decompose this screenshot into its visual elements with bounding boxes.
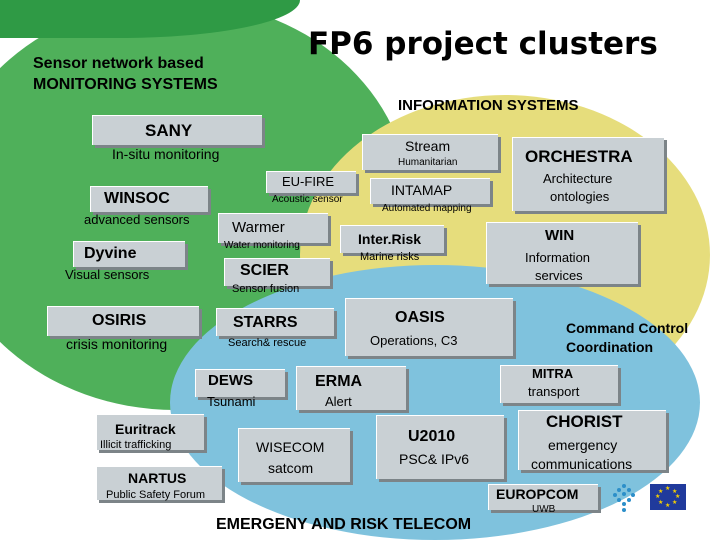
erma-box — [296, 366, 406, 410]
nartus-box — [96, 466, 222, 500]
orchestra-box — [512, 137, 664, 211]
chorist-subtitle-line1: emergency — [548, 437, 618, 453]
mitra-title: MITRA — [532, 366, 574, 381]
eu-fire-title: EU-FIRE — [282, 174, 334, 189]
wisecom-title: WISECOM — [256, 439, 325, 455]
starrs-box — [216, 308, 334, 336]
command-control-line2: Coordination — [566, 339, 654, 355]
stream-box — [362, 134, 498, 170]
nartus-subtitle: Public Safety Forum — [106, 489, 206, 501]
dyvine-subtitle: Visual sensors — [65, 267, 150, 282]
oasis-title: OASIS — [395, 309, 445, 326]
win-subtitle-line2: services — [535, 268, 583, 283]
dews-title: DEWS — [208, 372, 253, 389]
osiris-subtitle: crisis monitoring — [66, 336, 168, 352]
chorist-box — [518, 410, 666, 470]
inter-risk-subtitle: Marine risks — [360, 251, 420, 263]
chorist-subtitle-line2: communications — [531, 456, 633, 472]
europcom-title: EUROPCOM — [496, 486, 579, 502]
starrs-subtitle: Search& rescue — [228, 337, 307, 349]
intamap-box — [370, 178, 490, 204]
euritrack-subtitle: Illicit trafficking — [100, 439, 172, 451]
orchestra-subtitle-line1: Architecture — [543, 171, 613, 186]
warmer-title: Warmer — [232, 219, 285, 236]
sany-subtitle: In-situ monitoring — [112, 146, 220, 162]
osiris-title: OSIRIS — [92, 312, 147, 329]
dews-subtitle: Tsunami — [207, 394, 256, 409]
winsoc-subtitle: advanced sensors — [84, 212, 190, 227]
orchestra-title: ORCHESTRA — [525, 147, 633, 166]
dyvine-box — [73, 241, 185, 267]
stream-subtitle: Humanitarian — [398, 157, 458, 168]
telecom-heading: EMERGENY AND RISK TELECOM — [216, 516, 472, 533]
sany-title: SANY — [145, 121, 193, 140]
information-heading: INFORMATION SYSTEMS — [398, 97, 579, 114]
starrs-title: STARRS — [233, 314, 298, 331]
scier-subtitle: Sensor fusion — [232, 283, 300, 295]
erma-title: ERMA — [315, 373, 363, 390]
command-control-line1: Command Control — [566, 320, 689, 336]
osiris-box — [47, 306, 199, 336]
dots-logo-icon — [613, 484, 635, 512]
dews-box — [195, 369, 285, 397]
wisecom-box — [238, 428, 350, 482]
mitra-box — [500, 365, 618, 403]
u2010-subtitle: PSC& IPv6 — [399, 451, 470, 467]
euritrack-title: Euritrack — [115, 421, 176, 437]
eu-fire-box — [266, 171, 356, 193]
wisecom-subtitle: satcom — [268, 460, 314, 476]
win-title: WIN — [545, 227, 575, 244]
eu-flag-icon: ★ ★ ★ ★ ★ ★ ★ ★ — [650, 484, 686, 510]
u2010-title: U2010 — [408, 428, 456, 445]
mitra-subtitle: transport — [528, 384, 580, 399]
eu-fire-subtitle: Acoustic sensor — [272, 194, 343, 205]
scier-box — [224, 258, 330, 286]
intamap-title: INTAMAP — [391, 182, 453, 198]
europcom-box — [488, 484, 598, 510]
u2010-box — [376, 415, 504, 479]
intamap-subtitle: Automated mapping — [382, 203, 472, 214]
inter-risk-title: Inter.Risk — [358, 231, 422, 247]
monitoring-heading-line1: Sensor network based — [33, 55, 204, 72]
winsoc-box — [90, 186, 208, 212]
orchestra-subtitle-line2: ontologies — [550, 189, 610, 204]
euritrack-box — [96, 414, 204, 450]
warmer-subtitle: Water monitoring — [224, 240, 300, 251]
scier-title: SCIER — [240, 262, 289, 279]
page-title: FP6 project clusters — [308, 26, 658, 62]
sany-box — [92, 115, 262, 145]
europcom-subtitle: UWB — [532, 504, 556, 515]
stream-title: Stream — [405, 138, 451, 154]
win-box — [486, 222, 638, 284]
winsoc-title: WINSOC — [104, 190, 170, 207]
nartus-title: NARTUS — [128, 470, 187, 486]
monitoring-heading-line2: MONITORING SYSTEMS — [33, 76, 218, 93]
erma-subtitle: Alert — [325, 394, 352, 409]
oasis-subtitle: Operations, C3 — [370, 333, 458, 348]
oasis-box — [345, 298, 513, 356]
inter-risk-box — [340, 225, 444, 253]
win-subtitle-line1: Information — [525, 250, 591, 265]
chorist-title: CHORIST — [546, 412, 623, 431]
warmer-box — [218, 213, 328, 243]
dyvine-title: Dyvine — [84, 245, 137, 262]
